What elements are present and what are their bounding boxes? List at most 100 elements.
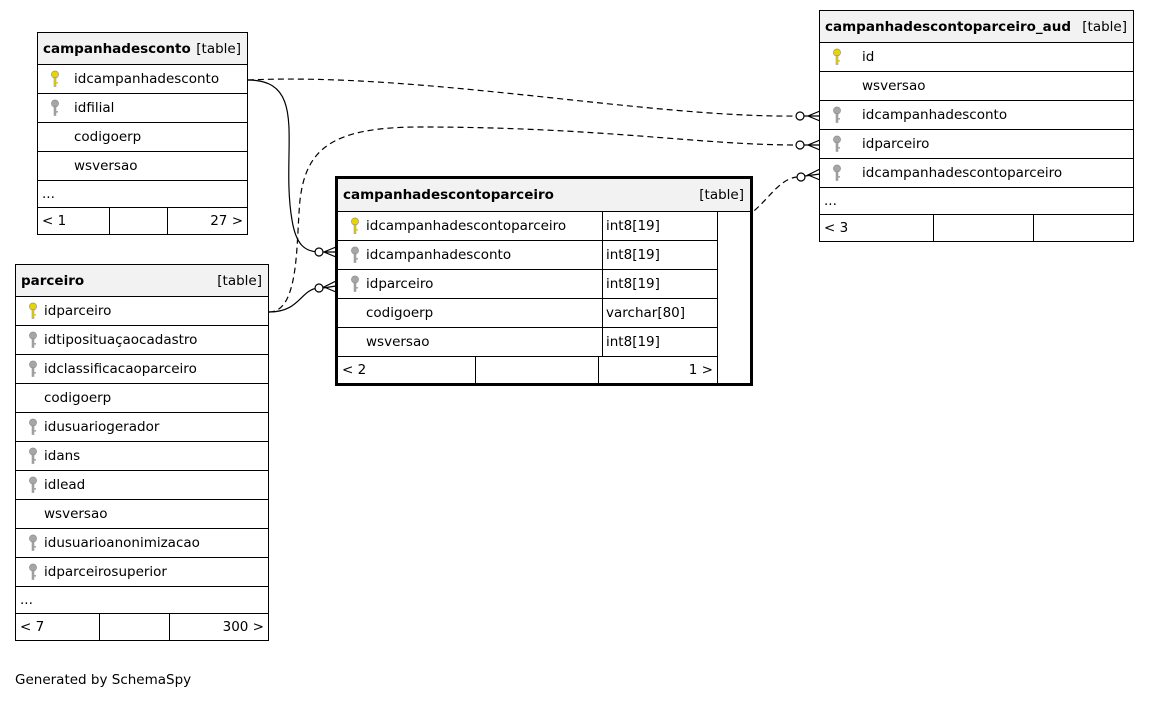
column-name: wsversao xyxy=(862,78,926,94)
more-columns: ... xyxy=(16,587,268,614)
table-parceiro[interactable]: parceiro [table] idparceiro idtiposituaça… xyxy=(15,264,269,641)
column-type: int8[19] xyxy=(602,212,717,240)
table-campanhadesconto[interactable]: campanhadesconto [table] idcampanhadesco… xyxy=(37,32,248,235)
footer-children xyxy=(1034,215,1133,241)
footer-spacer xyxy=(934,215,1034,241)
table-header: parceiro [table] xyxy=(16,265,268,297)
edge-end-circle xyxy=(314,247,324,257)
column-row[interactable]: idparceiro xyxy=(820,130,1133,159)
foreign-key-icon xyxy=(44,99,66,117)
table-name: campanhadesconto xyxy=(43,40,191,57)
column-row[interactable]: idusuarioanonimizacao xyxy=(16,529,268,558)
table-tag: [table] xyxy=(217,272,262,289)
no-key-spacer xyxy=(22,505,44,523)
column-name: idcampanhadesconto xyxy=(862,107,1008,123)
edge-crowfoot xyxy=(804,139,821,151)
table-name: campanhadescontoparceiro xyxy=(343,187,554,203)
column-row[interactable]: wsversao xyxy=(820,72,1133,101)
footer-children: 27 > xyxy=(210,213,243,229)
column-name: idcampanhadescontoparceiro xyxy=(366,218,567,234)
edge-end-circle xyxy=(795,111,805,121)
column-type: varchar[80] xyxy=(602,299,717,327)
column-row[interactable]: wsversao xyxy=(16,500,268,529)
footer-spacer xyxy=(100,614,170,640)
column-row[interactable]: idcampanhadesconto xyxy=(820,101,1133,130)
column-name: idans xyxy=(44,448,81,464)
column-name: idcampanhadesconto xyxy=(366,247,512,263)
more-columns: ... xyxy=(38,181,247,208)
no-key-spacer xyxy=(344,304,366,322)
column-list: idcampanhadesconto idfilial codigoerp wsver… xyxy=(38,65,247,181)
foreign-key-icon xyxy=(22,534,44,552)
column-row[interactable]: codigoerp xyxy=(16,384,268,413)
table-name: campanhadescontoparceiro_aud xyxy=(825,18,1072,35)
table-tag: [table] xyxy=(699,187,744,203)
column-name: idclassificacaoparceiro xyxy=(44,361,197,377)
column-name: idtiposituaçaocadastro xyxy=(44,332,198,348)
table-footer: < 1 27 > xyxy=(38,208,247,234)
footer-parents: < 2 xyxy=(338,357,476,383)
table-header: campanhadesconto [table] xyxy=(38,33,247,65)
edge-end-circle xyxy=(795,140,805,150)
edge-end-circle xyxy=(314,283,324,293)
footer-spacer xyxy=(476,357,599,383)
column-row[interactable]: idtiposituaçaocadastro xyxy=(16,326,268,355)
column-name: idusuarioanonimizacao xyxy=(44,535,200,551)
column-row[interactable]: idusuariogerador xyxy=(16,413,268,442)
edge-campanhadesconto-to-cdp xyxy=(247,79,321,253)
table-tag: [table] xyxy=(196,40,241,57)
table-campanhadescontoparceiro[interactable]: campanhadescontoparceiro [table] idcampa… xyxy=(335,176,753,386)
table-side-gutter xyxy=(717,212,750,383)
column-row[interactable]: idcampanhadescontoparceiro int8[19] xyxy=(338,212,717,241)
footer-spacer xyxy=(110,208,168,234)
column-name: codigoerp xyxy=(44,390,112,406)
column-row[interactable]: idlead xyxy=(16,471,268,500)
column-name: codigoerp xyxy=(366,305,434,321)
table-campanhadescontoparceiro-aud[interactable]: campanhadescontoparceiro_aud [table] id w… xyxy=(819,10,1134,242)
column-row[interactable]: wsversao xyxy=(38,152,247,181)
column-row[interactable]: codigoerp varchar[80] xyxy=(338,299,717,328)
column-name: id xyxy=(862,49,875,65)
footer-children: 300 > xyxy=(222,619,264,635)
table-footer: < 3 xyxy=(820,215,1133,241)
column-name: wsversao xyxy=(44,506,108,522)
no-key-spacer xyxy=(44,128,66,146)
foreign-key-icon xyxy=(22,331,44,349)
table-header: campanhadescontoparceiro [table] xyxy=(338,179,750,212)
foreign-key-icon xyxy=(22,447,44,465)
footer-parents: < 3 xyxy=(820,215,934,241)
column-name: idparceiro xyxy=(862,136,930,152)
column-row[interactable]: idfilial xyxy=(38,94,247,123)
column-name: wsversao xyxy=(74,158,138,174)
foreign-key-icon xyxy=(826,106,848,124)
no-key-spacer xyxy=(344,333,366,351)
column-name: idparceirosuperior xyxy=(44,564,167,580)
column-type: int8[19] xyxy=(602,270,717,298)
primary-key-icon xyxy=(826,48,848,66)
primary-key-icon xyxy=(344,217,366,235)
column-name: codigoerp xyxy=(74,129,142,145)
foreign-key-icon xyxy=(826,164,848,182)
column-name: idcampanhadesconto xyxy=(74,71,220,87)
table-header: campanhadescontoparceiro_aud [table] xyxy=(820,11,1133,43)
column-row[interactable]: idans xyxy=(16,442,268,471)
column-row[interactable]: idcampanhadesconto xyxy=(38,65,247,94)
column-row[interactable]: idparceiro xyxy=(16,297,268,326)
footer-parents: < 7 xyxy=(16,614,100,640)
table-footer: < 2 1 > xyxy=(338,357,717,383)
edge-crowfoot xyxy=(804,168,821,181)
column-row[interactable]: idclassificacaoparceiro xyxy=(16,355,268,384)
foreign-key-icon xyxy=(22,563,44,581)
primary-key-icon xyxy=(22,302,44,320)
column-row[interactable]: id xyxy=(820,43,1133,72)
column-row[interactable]: idparceirosuperior xyxy=(16,558,268,587)
column-row[interactable]: idcampanhadescontoparceiro xyxy=(820,159,1133,188)
no-key-spacer xyxy=(826,77,848,95)
column-name: idcampanhadescontoparceiro xyxy=(862,165,1063,181)
column-row[interactable]: codigoerp xyxy=(38,123,247,152)
